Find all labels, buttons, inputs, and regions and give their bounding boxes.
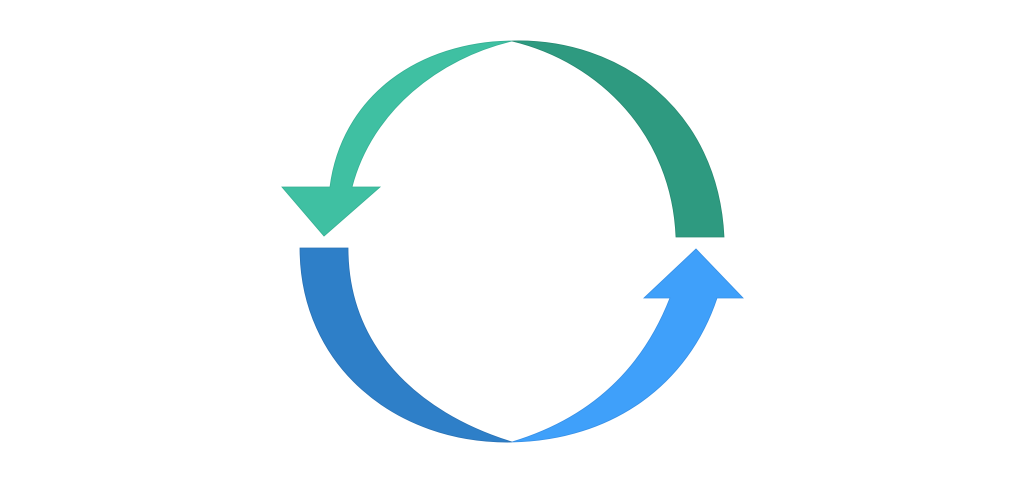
top-right-tail [511,40,725,238]
bottom-right-arrow [511,248,744,443]
bottom-left-tail [299,247,513,443]
top-left-arrow [281,40,513,237]
